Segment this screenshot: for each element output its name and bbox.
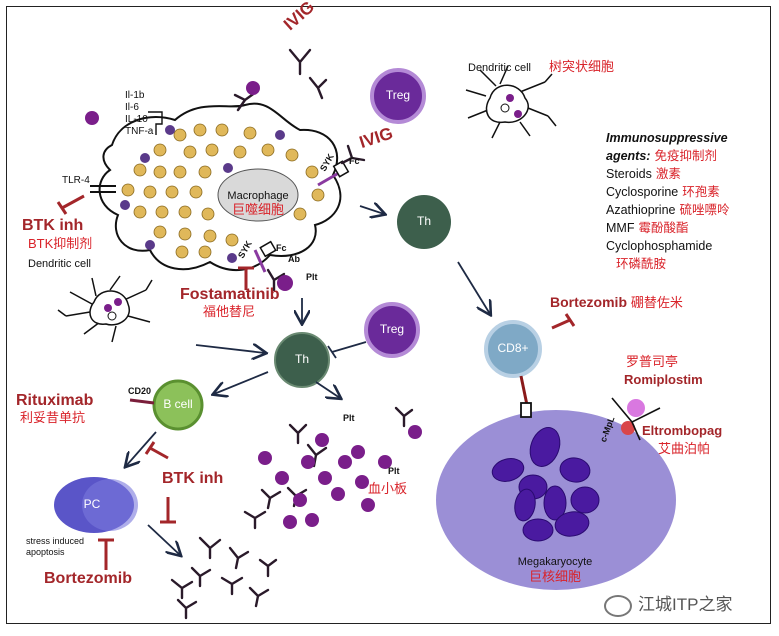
dendritic-top-label: Dendritic cell (468, 62, 531, 74)
bortezomib-bottom-label: Bortezomib (44, 570, 132, 587)
stress-line-1: stress induced (26, 536, 85, 546)
tlr4-label: TLR-4 (62, 175, 90, 186)
fc-label-right: Fc (349, 156, 360, 166)
megakaryocyte-nuclei (491, 427, 600, 542)
cd8-cell (484, 320, 542, 378)
ab-label: Ab (288, 254, 300, 264)
platelets (85, 81, 422, 529)
btk-inh-mid-label: BTK inh (162, 470, 224, 487)
dendritic-cell-left (57, 275, 153, 343)
th-mid-cell (274, 332, 330, 388)
megakaryocyte-cn-label: 巨核细胞 (528, 569, 581, 584)
cd20-label: CD20 (128, 386, 152, 396)
romiplostim-label: Romiplostim (624, 372, 703, 387)
watermark-text: 江城ITP之家 (638, 595, 733, 614)
plt-label-2: Plt (388, 466, 400, 476)
agents-title: Immunosuppressive (606, 131, 728, 145)
treg-top-label: Treg (385, 88, 411, 102)
plt-label-1: Plt (343, 413, 355, 423)
plt-label-macrophage: Plt (306, 272, 318, 282)
romiplostim-cn-label: 罗普司亭 (626, 354, 679, 369)
fc-label-bottom: Fc (276, 243, 287, 253)
syk-fc-receptor-right (317, 160, 350, 187)
btk-inh-top-cn-label: BTK抑制剂 (28, 236, 93, 251)
inhibitor-lines (56, 194, 576, 570)
syk-fc-receptor-bottom (253, 240, 277, 273)
eltrombopag-molecule (621, 421, 635, 435)
fostamatinib-cn-label: 福他替尼 (203, 304, 256, 319)
agents-title-cn: 免疫抑制剂 (654, 149, 717, 163)
macrophage-cn-label: 巨噬细胞 (231, 202, 284, 217)
bortezomib-right-en: Bortezomib (550, 294, 627, 310)
b-cell-label: B cell (163, 397, 193, 411)
bortezomib-right-cn: 硼替佐米 (630, 295, 683, 310)
megakaryocyte-label: Megakaryocyte (517, 556, 593, 568)
btk-inh-top-label: BTK inh (22, 217, 84, 234)
th-mid-label: Th (294, 352, 309, 366)
tlr4-receptor (90, 185, 116, 193)
treg-mid-cell (364, 302, 420, 358)
cd8-tcr-box (520, 402, 532, 418)
rituximab-label: Rituximab (16, 392, 94, 409)
agent-cyclophosphamide: Cyclophosphamide (606, 239, 713, 253)
macrophage-granules (121, 123, 325, 259)
cytokine-list: Il-1b Il-6 IL-10 TNF-a (125, 90, 153, 138)
eltrombopag-label: Eltrombopag (642, 423, 723, 438)
watermark: 江城ITP之家 (604, 590, 732, 617)
pc-label: PC (83, 497, 101, 511)
stress-apoptosis-label: stress induced apoptosis (26, 536, 84, 558)
macrophage-phagosomes (120, 125, 285, 263)
cytokine-il10: IL-10 (125, 114, 148, 125)
platelet-cn-label: 血小板 (368, 481, 408, 496)
cmpl-receptor (611, 397, 661, 441)
fostamatinib-label: Fostamatinib (180, 286, 280, 303)
dendritic-cell-top (465, 65, 557, 139)
agents-title-2: agents: (606, 149, 651, 163)
cytokine-il1b: Il-1b (125, 90, 145, 101)
agent-cyclophosphamide-cn: 环磷酰胺 (616, 257, 667, 271)
dendritic-left-label: Dendritic cell (28, 258, 91, 270)
activation-arrows (126, 206, 490, 555)
romiplostim-molecule (627, 399, 645, 417)
rituximab-cn-label: 利妥昔单抗 (20, 410, 86, 425)
treg-top-cell (370, 68, 426, 124)
treg-inhibition (327, 341, 367, 359)
b-cell (152, 379, 204, 431)
cytokine-il6: Il-6 (125, 102, 139, 113)
stress-line-2: apoptosis (26, 547, 65, 557)
treg-mid-label: Treg (379, 322, 405, 336)
bortezomib-right-label: Bortezomib 硼替佐米 (550, 294, 683, 311)
dendritic-top-cn-label: 树突状细胞 (549, 59, 615, 74)
macrophage-nucleus (217, 168, 299, 222)
th-top-cell (397, 195, 451, 249)
wechat-icon (604, 594, 632, 617)
th-top-label: Th (416, 214, 431, 228)
eltrombopag-cn-label: 艾曲泊帕 (658, 441, 711, 456)
antibody-symbols (170, 48, 414, 620)
cd8-label: CD8+ (497, 341, 529, 355)
cytokine-tnfa: TNF-a (125, 126, 154, 137)
cytokine-bracket (148, 111, 163, 135)
agents-title-row2: agents:免疫抑制剂 (606, 147, 730, 165)
macrophage-label: Macrophage (227, 190, 289, 202)
